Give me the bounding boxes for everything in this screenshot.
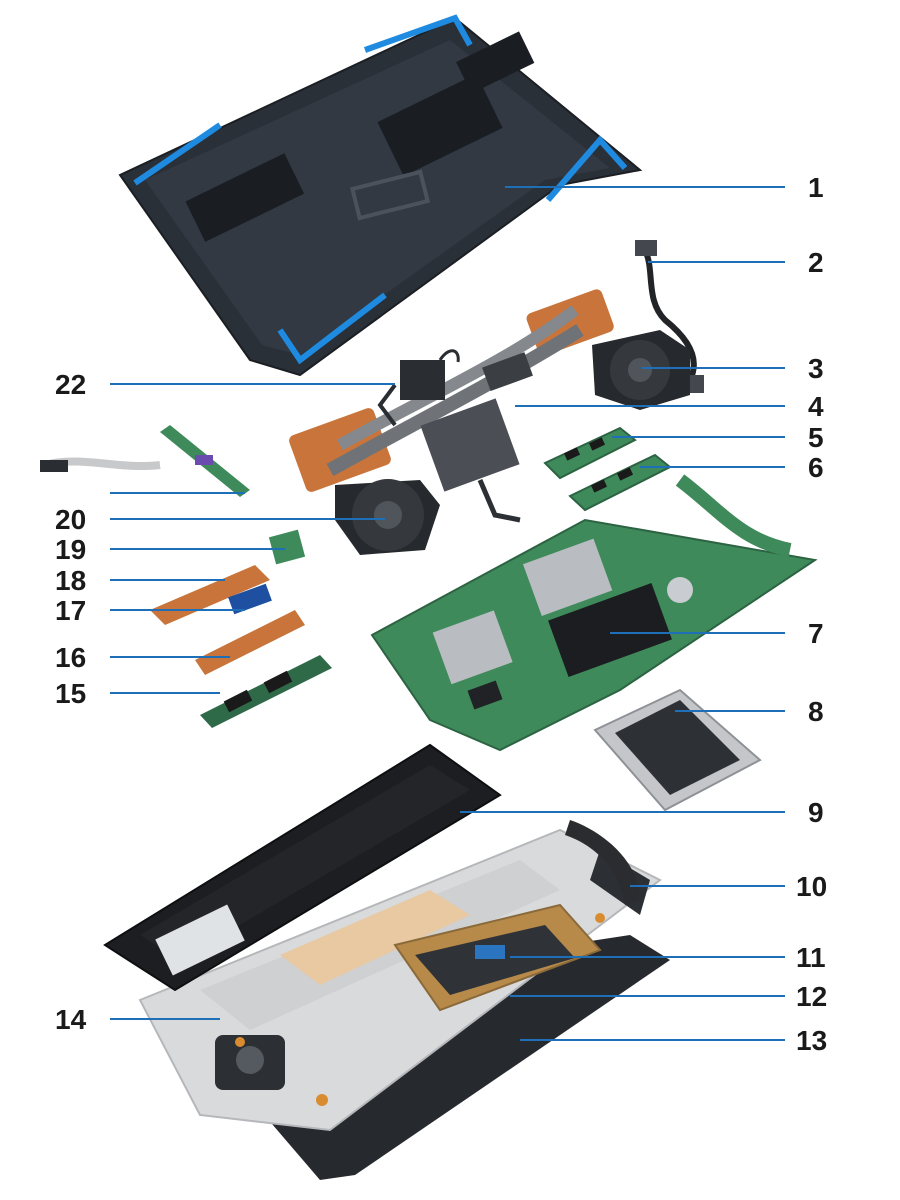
callout-22: 22 [55, 369, 86, 400]
callout-19: 19 [55, 534, 86, 565]
callout-1: 1 [808, 172, 824, 203]
callout-5: 5 [808, 422, 824, 453]
callout-18: 18 [55, 565, 86, 596]
callout-11: 11 [796, 942, 826, 973]
battery [103, 743, 502, 992]
power-button [377, 349, 460, 427]
ssd-2280-set [195, 610, 332, 728]
system-board [370, 474, 818, 752]
callout-17: 17 [55, 595, 86, 626]
io-board [40, 425, 250, 497]
callout-numbers: 1 2 3 4 5 6 7 8 9 10 11 12 13 14 15 16 1… [55, 172, 827, 1056]
callout-9: 9 [808, 797, 824, 828]
callout-4: 4 [808, 391, 824, 422]
callout-8: 8 [808, 696, 824, 727]
callout-2: 2 [808, 247, 824, 278]
callout-15: 15 [55, 678, 86, 709]
left-fan [335, 479, 440, 555]
hard-drive-bracket [593, 688, 762, 812]
speaker-frame [565, 820, 640, 905]
memory-modules [543, 426, 672, 512]
callout-6: 6 [808, 452, 824, 483]
right-fan [592, 330, 690, 410]
heat-sink [289, 289, 614, 523]
callout-16: 16 [55, 642, 86, 673]
wlan-card [268, 529, 306, 565]
callout-13: 13 [796, 1025, 827, 1056]
callout-12: 12 [796, 981, 827, 1012]
callout-7: 7 [808, 618, 824, 649]
callout-20: 20 [55, 504, 86, 535]
callout-14: 14 [55, 1004, 87, 1035]
ssd-2230-set [150, 565, 272, 625]
callout-3: 3 [808, 353, 824, 384]
leader-lines [110, 186, 785, 1041]
base-cover [118, 14, 643, 377]
callout-10: 10 [796, 871, 827, 902]
